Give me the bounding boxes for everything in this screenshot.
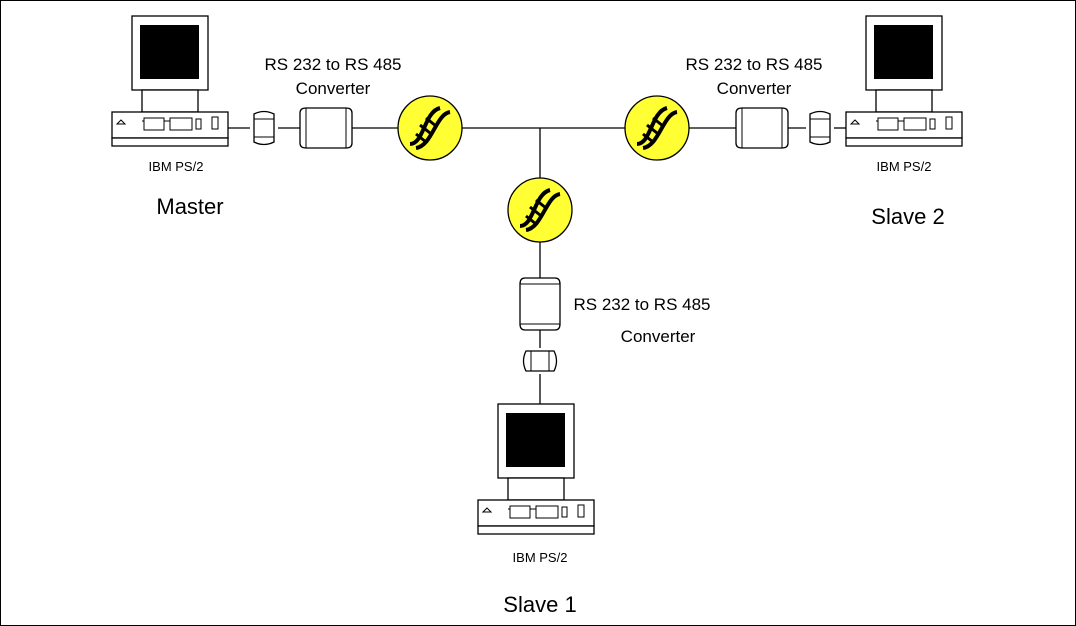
rs232-connector-icon [524,351,557,371]
converter-bottom-line2: Converter [621,327,696,346]
slave2-computer-label: IBM PS/2 [877,159,932,174]
rs232-connector-icon [810,112,830,145]
converter-right-line1: RS 232 to RS 485 [685,55,822,74]
master-computer-label: IBM PS/2 [149,159,204,174]
slave1-role-label: Slave 1 [503,592,576,617]
converter-left-line1: RS 232 to RS 485 [264,55,401,74]
slave2-role-label: Slave 2 [871,204,944,229]
twisted-pair-icon [398,96,462,160]
converter-icon [520,278,560,330]
converter-left-line2: Converter [296,79,371,98]
converter-bottom-line1: RS 232 to RS 485 [573,295,710,314]
computer-icon [478,404,594,534]
rs232-connector-icon [254,112,274,145]
converter-right-line2: Converter [717,79,792,98]
computer-icon [112,16,228,146]
twisted-pair-icon [625,96,689,160]
slave2-node: IBM PS/2 Slave 2 [846,16,962,229]
converter-icon [736,108,788,148]
slave1-node: IBM PS/2 Slave 1 [478,404,594,617]
computer-icon [846,16,962,146]
master-role-label: Master [156,194,223,219]
master-node: IBM PS/2 Master [112,16,228,219]
converter-icon [300,108,352,148]
slave1-computer-label: IBM PS/2 [513,550,568,565]
twisted-pair-icon [508,178,572,242]
